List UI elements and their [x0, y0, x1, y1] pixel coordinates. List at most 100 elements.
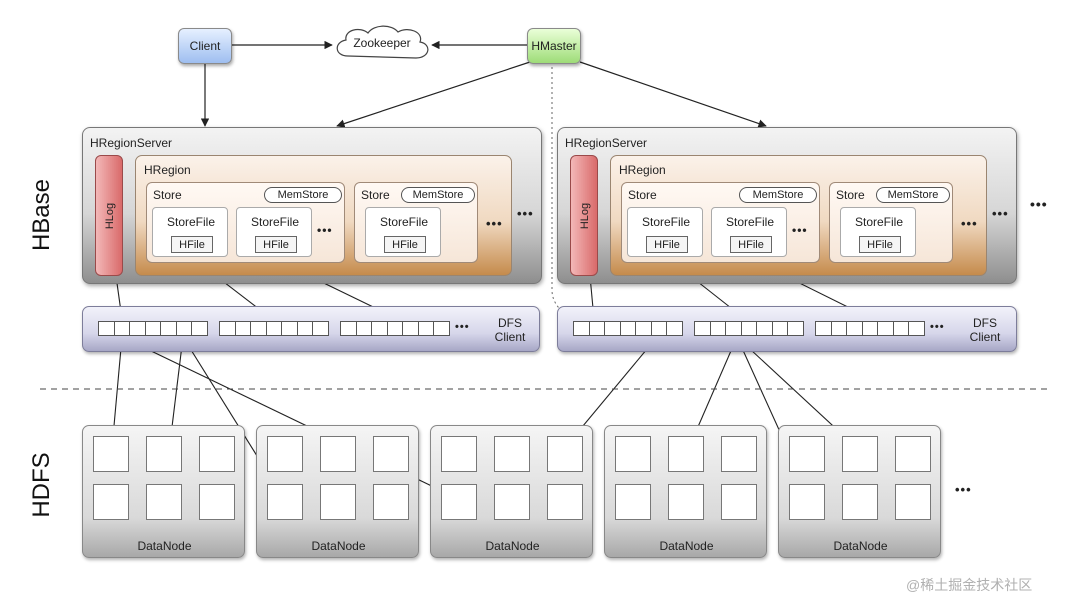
datanode-label: DataNode [137, 539, 192, 553]
dfs-block-row [98, 321, 208, 336]
datanode-block [547, 436, 583, 472]
datanode-block [199, 436, 235, 472]
hregion-title: HRegion [619, 163, 666, 177]
datanode-block [320, 484, 356, 520]
datanode-label: DataNode [833, 539, 888, 553]
arrow-hmaster-regionserver-right [579, 61, 767, 128]
hregion-box: HRegion Store MemStore StoreFile HFile S… [610, 155, 987, 276]
hmaster-label: HMaster [531, 39, 577, 53]
dfs-client-label-line2: Client [494, 330, 526, 344]
dfs-client-label-line1: DFS [498, 316, 522, 330]
arrow-hmaster-regionserver-left [336, 61, 531, 128]
hfile-box: HFile [384, 236, 426, 253]
hlog-box: HLog [570, 155, 598, 276]
store-label: Store [153, 188, 182, 202]
hregion-box: HRegion Store MemStore StoreFile HFile S… [135, 155, 512, 276]
datanode-block [721, 436, 757, 472]
storefile-box: StoreFile HFile [711, 207, 787, 257]
datanode-block [895, 436, 931, 472]
datanode-block [895, 484, 931, 520]
hmaster-node: HMaster [527, 28, 581, 64]
memstore-badge: MemStore [264, 187, 342, 203]
hlog-label: HLog [104, 202, 116, 230]
hregion-title: HRegion [144, 163, 191, 177]
storefile-box: StoreFile HFile [236, 207, 312, 257]
storefile-label: StoreFile [379, 215, 429, 229]
hdfs-section-label: HDFS [28, 452, 55, 518]
datanode-box: DataNode [256, 425, 419, 558]
datanode-block [267, 484, 303, 520]
hlog-box: HLog [95, 155, 123, 276]
dfs-block-row [573, 321, 683, 336]
datanode-block [320, 436, 356, 472]
datanode-block [547, 484, 583, 520]
more-stores-ellipsis: ••• [486, 216, 503, 231]
zookeeper-label: Zookeeper [353, 36, 411, 50]
datanode-block [199, 484, 235, 520]
hfile-box: HFile [646, 236, 688, 253]
more-stores-ellipsis: ••• [961, 216, 978, 231]
region-server-title: HRegionServer [565, 136, 648, 150]
datanode-block [267, 436, 303, 472]
datanode-block [146, 484, 182, 520]
more-storefiles-ellipsis: ••• [792, 223, 808, 237]
storefile-label: StoreFile [854, 215, 904, 229]
dfs-client-label-line2: Client [969, 330, 1001, 344]
datanode-block [93, 436, 129, 472]
store-box: Store MemStore StoreFile HFile StoreFile… [621, 182, 820, 263]
datanode-block [615, 436, 651, 472]
hfile-box: HFile [171, 236, 213, 253]
datanode-block [494, 436, 530, 472]
datanode-label: DataNode [311, 539, 366, 553]
more-blocks-ellipsis: ••• [930, 321, 945, 333]
dfs-block-row [694, 321, 804, 336]
datanode-block [146, 436, 182, 472]
datanode-block [93, 484, 129, 520]
dfs-block-row [815, 321, 925, 336]
storefile-box: StoreFile HFile [365, 207, 441, 257]
more-regions-ellipsis: ••• [992, 206, 1009, 221]
store-box: Store MemStore StoreFile HFile [354, 182, 478, 263]
dfs-client-right: ••• DFS Client [557, 306, 1017, 352]
more-storefiles-ellipsis: ••• [317, 223, 333, 237]
storefile-box: StoreFile HFile [627, 207, 703, 257]
more-blocks-ellipsis: ••• [455, 321, 470, 333]
datanode-block [373, 436, 409, 472]
dfs-block-row [340, 321, 450, 336]
datanode-box: DataNode [604, 425, 767, 558]
storefile-label: StoreFile [166, 215, 216, 229]
hbase-section-label: HBase [28, 178, 55, 252]
store-label: Store [628, 188, 657, 202]
hfile-box: HFile [255, 236, 297, 253]
store-label: Store [836, 188, 865, 202]
datanode-block [373, 484, 409, 520]
datanode-block [721, 484, 757, 520]
region-server-title: HRegionServer [90, 136, 173, 150]
hfile-box: HFile [859, 236, 901, 253]
client-node: Client [178, 28, 232, 64]
watermark-text: @稀土掘金技术社区 [906, 577, 1033, 593]
storefile-label: StoreFile [250, 215, 300, 229]
datanode-block [842, 436, 878, 472]
storefile-label: StoreFile [725, 215, 775, 229]
storefile-label: StoreFile [641, 215, 691, 229]
client-label: Client [189, 39, 221, 53]
datanode-block [494, 484, 530, 520]
more-datanodes-ellipsis: ••• [955, 482, 972, 497]
hlog-label: HLog [579, 202, 591, 230]
datanode-label: DataNode [659, 539, 714, 553]
datanode-box: DataNode [430, 425, 593, 558]
storefile-box: StoreFile HFile [840, 207, 916, 257]
datanode-block [615, 484, 651, 520]
datanode-block [668, 484, 704, 520]
datanode-block [441, 436, 477, 472]
datanode-label: DataNode [485, 539, 540, 553]
dfs-client-label: DFS Client [487, 316, 533, 344]
dfs-client-label: DFS Client [962, 316, 1008, 344]
hfile-box: HFile [730, 236, 772, 253]
datanode-block [789, 436, 825, 472]
more-region-servers-ellipsis: ••• [1030, 196, 1048, 212]
more-regions-ellipsis: ••• [517, 206, 534, 221]
dfs-client-label-line1: DFS [973, 316, 997, 330]
zookeeper-cloud [336, 25, 429, 59]
